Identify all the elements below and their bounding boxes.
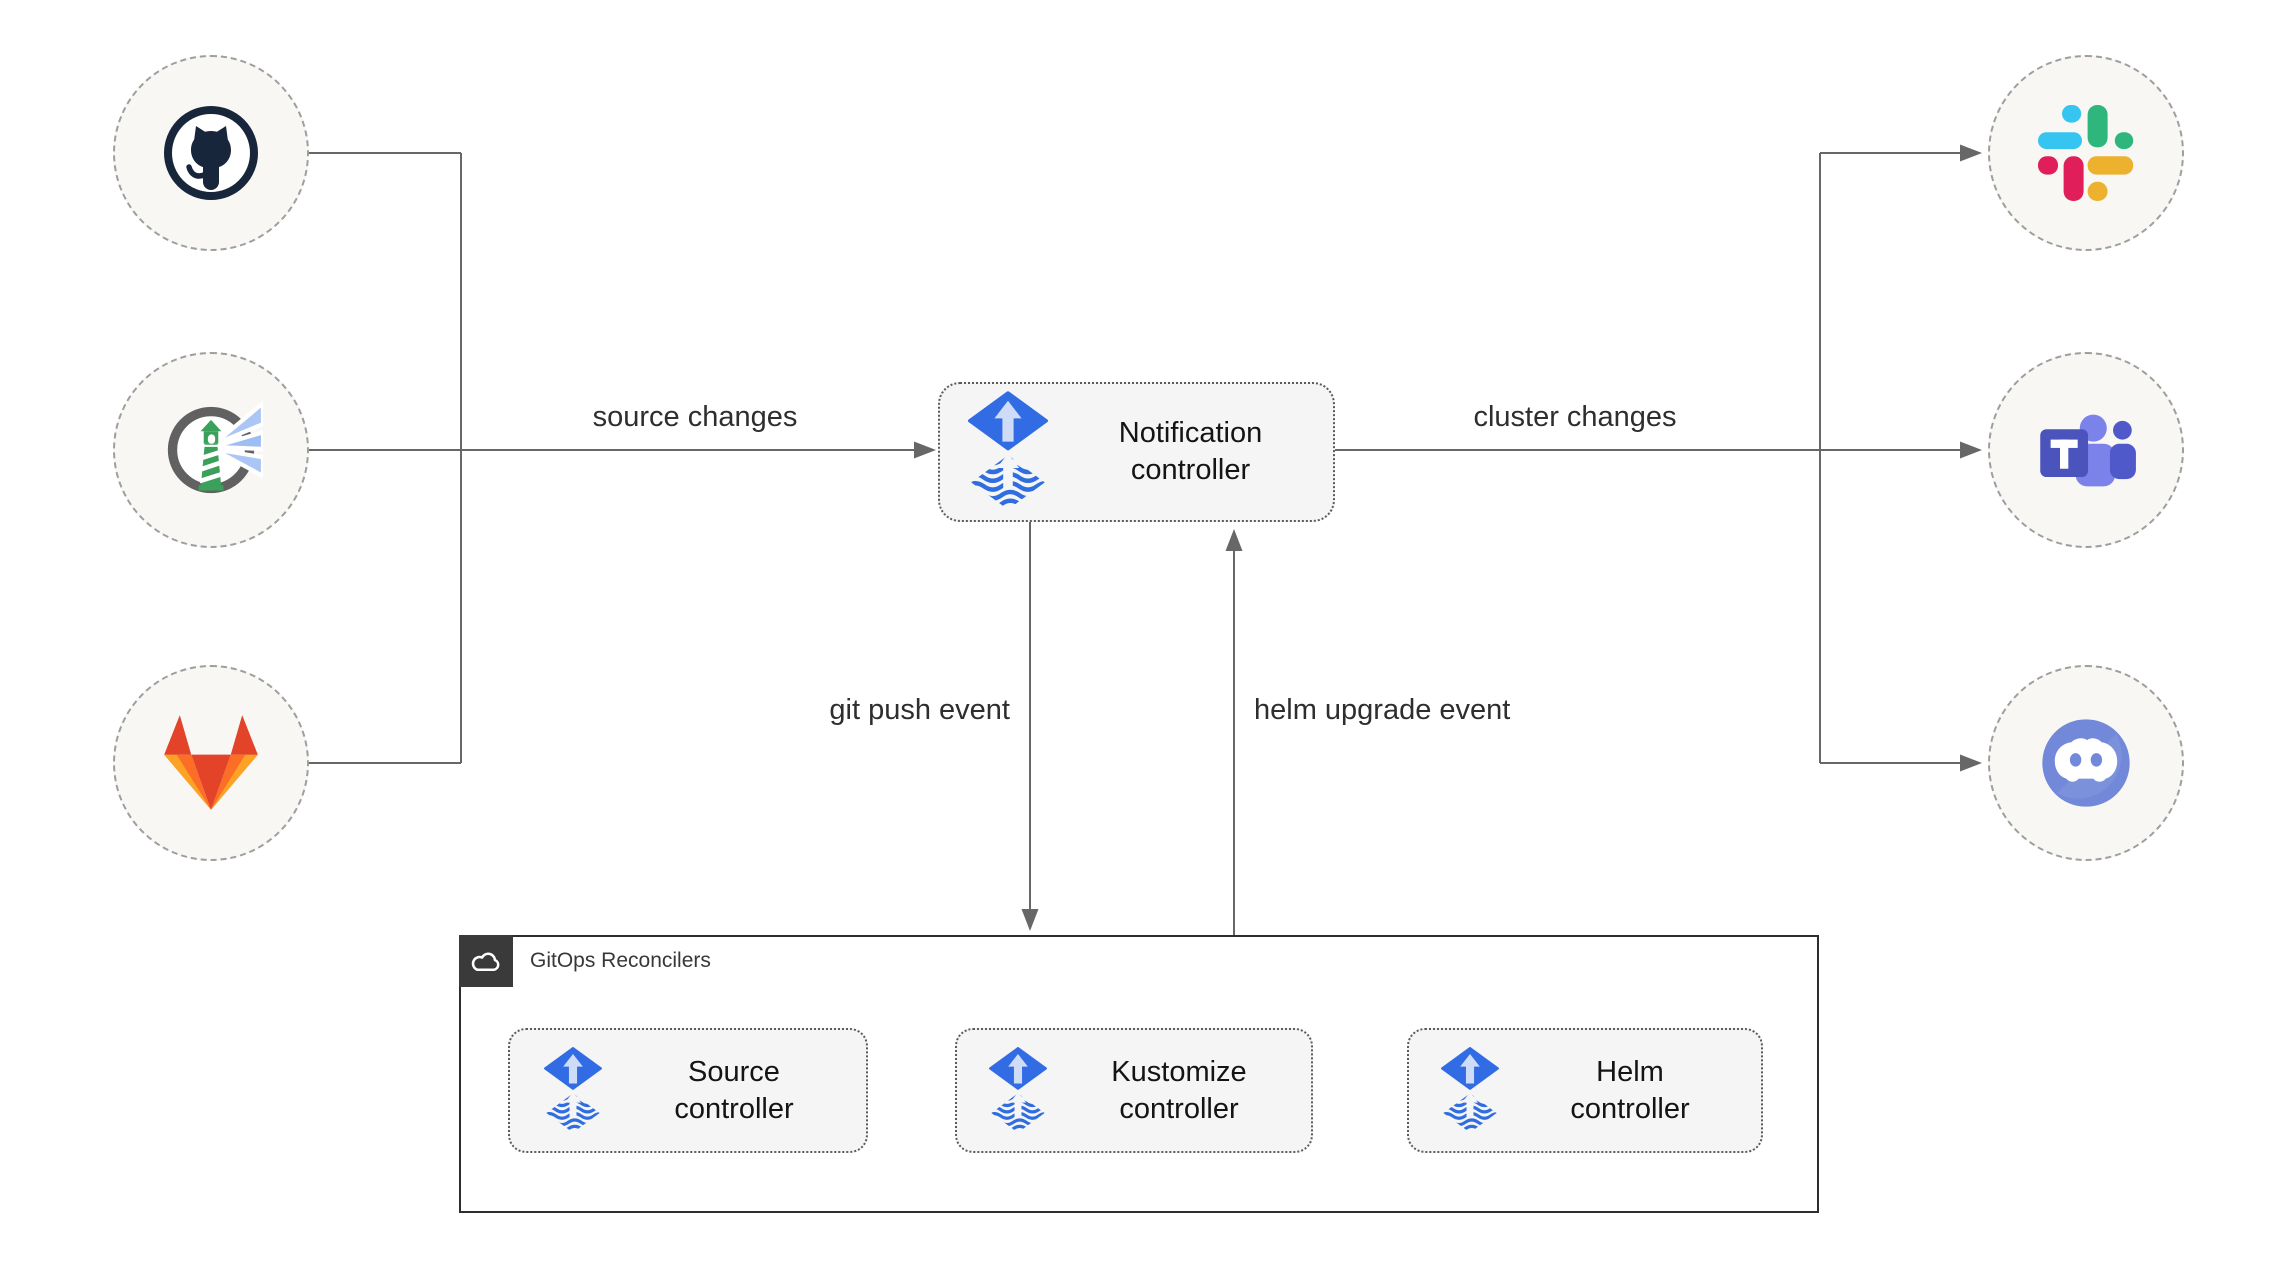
edge-label-cluster-changes: cluster changes bbox=[1473, 401, 1677, 433]
flux-icon bbox=[1441, 1047, 1499, 1135]
slack-icon bbox=[2038, 105, 2134, 201]
flux-icon bbox=[544, 1047, 602, 1135]
helm-controller-label: Helm controller bbox=[1570, 1055, 1690, 1125]
source-controller-label: Source controller bbox=[674, 1055, 794, 1125]
cloud-icon bbox=[468, 949, 504, 974]
harbor-icon bbox=[159, 398, 263, 502]
discord-icon bbox=[2034, 711, 2138, 815]
helm-controller-box: Helm controller bbox=[1407, 1028, 1763, 1153]
edge-label-helm-upgrade-event: helm upgrade event bbox=[1254, 694, 1511, 726]
arrowhead-into-notification bbox=[914, 441, 936, 459]
node-discord bbox=[1988, 665, 2184, 861]
teams-icon bbox=[2034, 398, 2138, 502]
github-icon bbox=[161, 103, 261, 203]
flux-icon bbox=[968, 391, 1048, 513]
kustomize-controller-label: Kustomize controller bbox=[1111, 1055, 1247, 1125]
edge-label-git-push-event: git push event bbox=[829, 694, 1010, 726]
node-github bbox=[113, 55, 309, 251]
arrowhead-into-teams bbox=[1960, 441, 1982, 459]
arrowhead-into-reconcilers bbox=[1021, 909, 1039, 931]
notification-controller-box: Notification controller bbox=[938, 382, 1335, 522]
gitlab-icon bbox=[159, 714, 263, 812]
node-gitlab bbox=[113, 665, 309, 861]
source-controller-box: Source controller bbox=[508, 1028, 868, 1153]
kustomize-controller-box: Kustomize controller bbox=[955, 1028, 1313, 1153]
notification-controller-label: Notification controller bbox=[1118, 417, 1263, 486]
node-teams bbox=[1988, 352, 2184, 548]
gitops-reconcilers-title: GitOps Reconcilers bbox=[530, 949, 711, 972]
node-slack bbox=[1988, 55, 2184, 251]
arrowhead-into-notification-bottom bbox=[1225, 529, 1243, 551]
edge-label-source-changes: source changes bbox=[592, 401, 798, 433]
flux-icon bbox=[989, 1047, 1047, 1135]
arrowhead-into-slack bbox=[1960, 144, 1982, 162]
arrowhead-into-discord bbox=[1960, 754, 1982, 772]
node-harbor bbox=[113, 352, 309, 548]
gitops-reconcilers-chip bbox=[459, 935, 513, 987]
